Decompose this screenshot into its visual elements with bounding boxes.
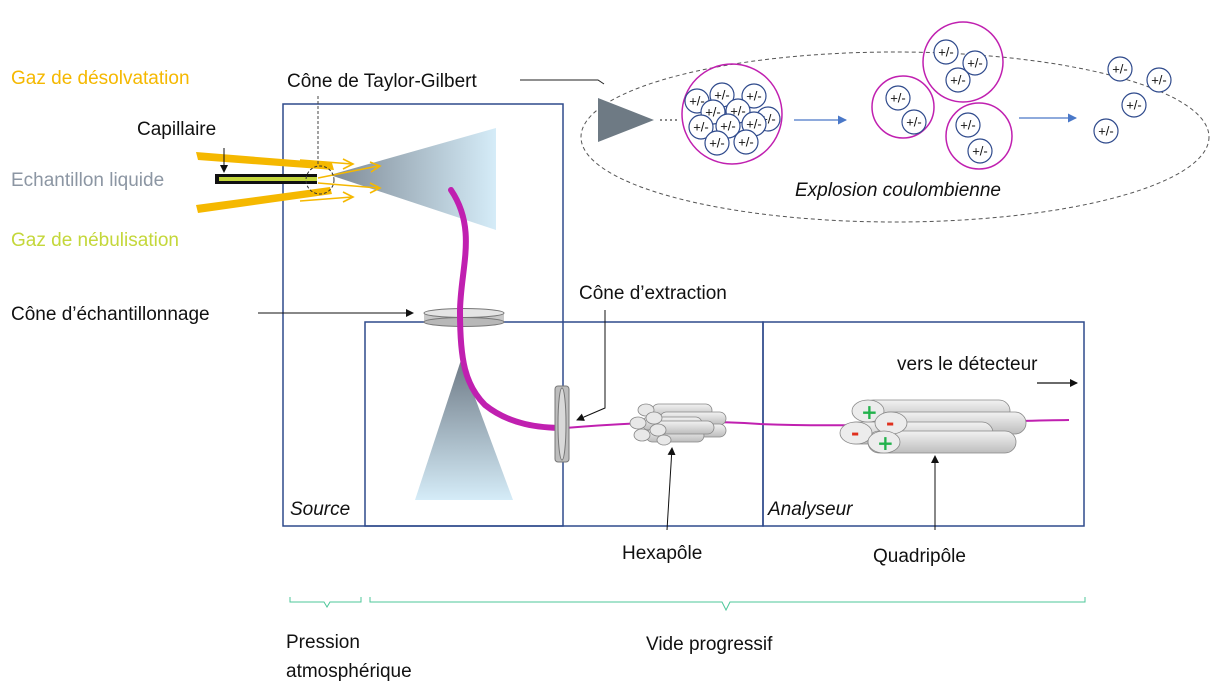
taylor-gilbert-leader [520, 79, 605, 85]
extraction-cone [554, 385, 570, 463]
ion-beam-main [448, 187, 568, 431]
bracket-atmospheric [289, 597, 362, 608]
ion-symbol: +/- [730, 104, 746, 119]
ion-circle [688, 114, 714, 140]
droplet-large [681, 63, 783, 165]
ion-circle [1121, 92, 1147, 118]
droplet-right [945, 102, 1013, 170]
ion-symbol: +/- [1112, 62, 1128, 77]
droplet-top [922, 21, 1004, 103]
quadrupole-rods [839, 399, 1027, 454]
sampling-cone-label: Cône d’échantillonnage [11, 304, 210, 325]
hexapole-arrow [666, 447, 676, 531]
ion-circle [1107, 56, 1133, 82]
coulomb-explosion-label: Explosion coulombienne [795, 180, 1001, 201]
ion-symbol: +/- [689, 94, 705, 109]
desolvation-gas-jet-bottom [196, 187, 332, 213]
ion-symbol: +/- [746, 89, 762, 104]
spray-plume [330, 128, 496, 230]
sampling-cone-body [415, 360, 513, 500]
ion-circle [1146, 67, 1172, 93]
source-label: Source [290, 499, 350, 520]
capillary-label: Capillaire [137, 119, 216, 140]
quad-plus-top: + [861, 400, 878, 424]
ion-symbol: +/- [746, 117, 762, 132]
gas-flow-arrows [299, 158, 382, 203]
ion-symbol: +/- [950, 73, 966, 88]
desolvation-gas-jet-top [196, 152, 334, 170]
progressive-vacuum-label: Vide progressif [646, 634, 773, 655]
ion-symbol: +/- [705, 105, 721, 120]
ion-circle [962, 50, 988, 76]
ion-circle [945, 67, 971, 93]
taylor-gilbert-cone-label: Cône de Taylor-Gilbert [287, 71, 477, 92]
taylor-cone-highlight [305, 165, 335, 195]
ion-circle [967, 138, 993, 164]
ion-symbol: +/- [738, 135, 754, 150]
droplet-left [871, 75, 935, 139]
ion-circle [901, 109, 927, 135]
ion-circle [741, 83, 767, 109]
liquid-sample-line [219, 177, 317, 181]
ion-symbol: +/- [972, 144, 988, 159]
ion-group: +/-+/-+/-+/-+/-+/-+/-+/-+/-+/-+/-+/-+/-+… [684, 39, 1172, 164]
liquid-sample-label: Echantillon liquide [11, 170, 164, 191]
atmospheric-pressure-label-line1: Pression [286, 632, 360, 653]
desolvation-gas-label: Gaz de désolvatation [11, 68, 190, 89]
ion-symbol: +/- [906, 115, 922, 130]
ion-symbol: +/- [1098, 124, 1114, 139]
ion-circle [1093, 118, 1119, 144]
coulomb-explosion-outline [580, 51, 1210, 223]
quad-minus-left: - [851, 421, 859, 445]
quad-minus-top: - [886, 411, 894, 435]
detector-label: vers le détecteur [897, 354, 1038, 375]
ion-circle [885, 85, 911, 111]
ion-circle [955, 112, 981, 138]
bracket-vacuum [369, 597, 1086, 612]
quadrupole-label: Quadripôle [873, 546, 966, 567]
ion-circle [933, 39, 959, 65]
quad-plus-bottom: + [877, 431, 894, 455]
ion-symbol: +/- [714, 88, 730, 103]
ion-symbol: +/- [693, 120, 709, 135]
ion-symbol: +/- [720, 119, 736, 134]
ion-symbol: +/- [1151, 73, 1167, 88]
extraction-cone-arrow [576, 310, 606, 421]
ion-symbol: +/- [960, 118, 976, 133]
ion-symbol: +/- [1126, 98, 1142, 113]
extraction-cone-label: Cône d’extraction [579, 283, 727, 304]
atmospheric-pressure-label-line2: atmosphérique [286, 661, 412, 682]
hexapole-rods [629, 403, 727, 446]
ion-symbol: +/- [890, 91, 906, 106]
taylor-cone-zoom [598, 98, 654, 142]
ion-symbol: +/- [709, 136, 725, 151]
sampling-cone-plate [423, 308, 505, 327]
ion-circle [733, 129, 759, 155]
hexapole-label: Hexapôle [622, 543, 702, 564]
analyser-label: Analyseur [767, 499, 853, 520]
ion-circle [704, 130, 730, 156]
ion-symbol: +/- [938, 45, 954, 60]
ion-symbol: +/- [967, 56, 983, 71]
nebulisation-gas-label: Gaz de nébulisation [11, 230, 179, 251]
